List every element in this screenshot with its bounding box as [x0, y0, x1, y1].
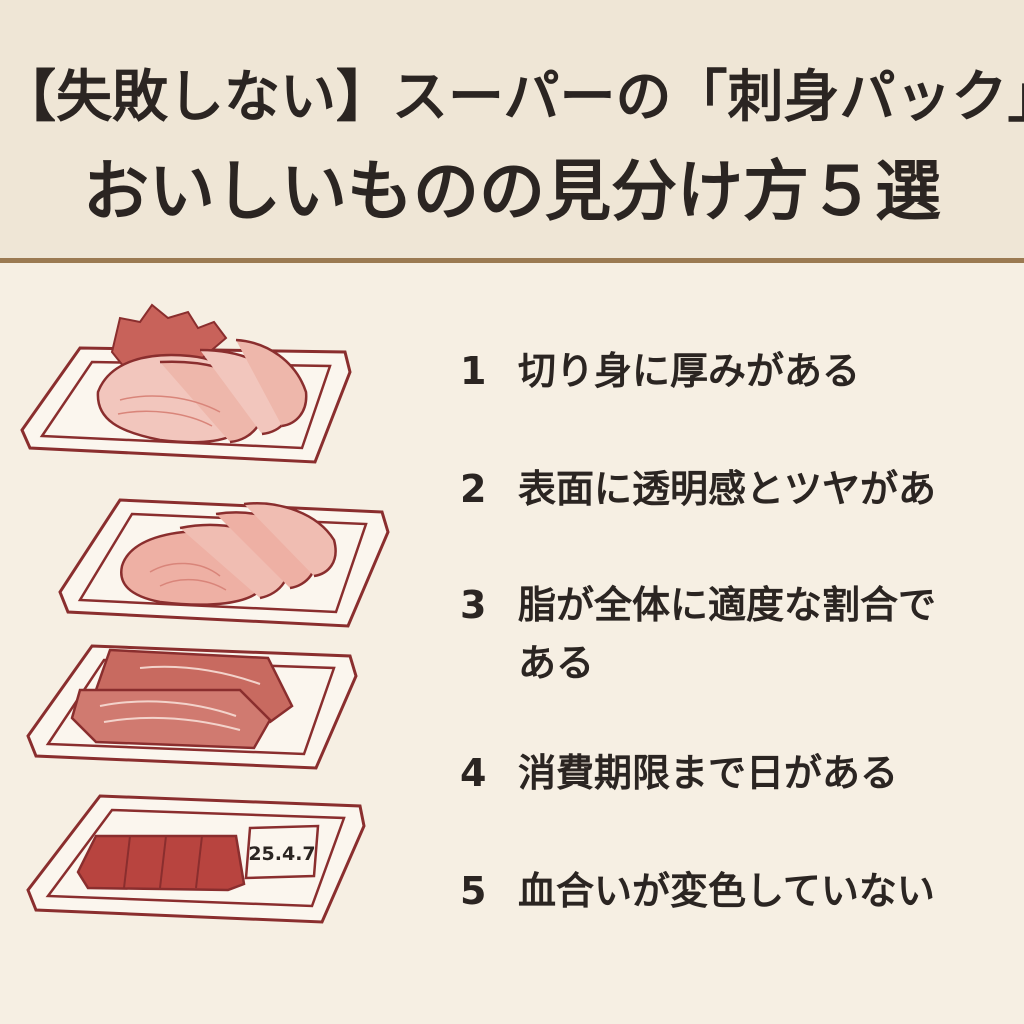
- tips-list: 1 切り身に厚みがある 2 表面に透明感とツヤがあ 3 脂が全体に適度な割合で …: [456, 0, 1024, 1024]
- tip-text: 血合いが変色していない: [518, 869, 935, 913]
- sashimi-pack-4: 25.4.7: [26, 794, 366, 924]
- sashimi-pack-3: [26, 644, 358, 770]
- tip-number: 3: [460, 583, 487, 627]
- tip-number: 2: [460, 467, 487, 511]
- tip-text: 切り身に厚みがある: [518, 349, 861, 393]
- sashimi-pack-1: [20, 303, 352, 464]
- sashimi-pack-2: [58, 498, 390, 628]
- tip-text: 脂が全体に適度な割合で: [518, 583, 937, 627]
- tip-number: 1: [460, 349, 487, 393]
- header-band: [0, 0, 1024, 258]
- tip-text: 消費期限まで日がある: [518, 751, 899, 795]
- expiry-date-label: 25.4.7: [248, 843, 315, 865]
- tip-number: 4: [460, 751, 487, 795]
- tip-text: 表面に透明感とツヤがあ: [518, 467, 937, 511]
- page-title-line1: 【失敗しない】スーパーの「刺身パック」: [0, 65, 1024, 130]
- sashimi-packs-illustration: 25.4.7: [20, 303, 390, 924]
- header-divider: [0, 258, 1024, 263]
- page-title-line2: おいしいものの見分け方５選: [83, 153, 941, 230]
- tip-text-continued: ある: [518, 641, 595, 685]
- tip-number: 5: [460, 869, 487, 913]
